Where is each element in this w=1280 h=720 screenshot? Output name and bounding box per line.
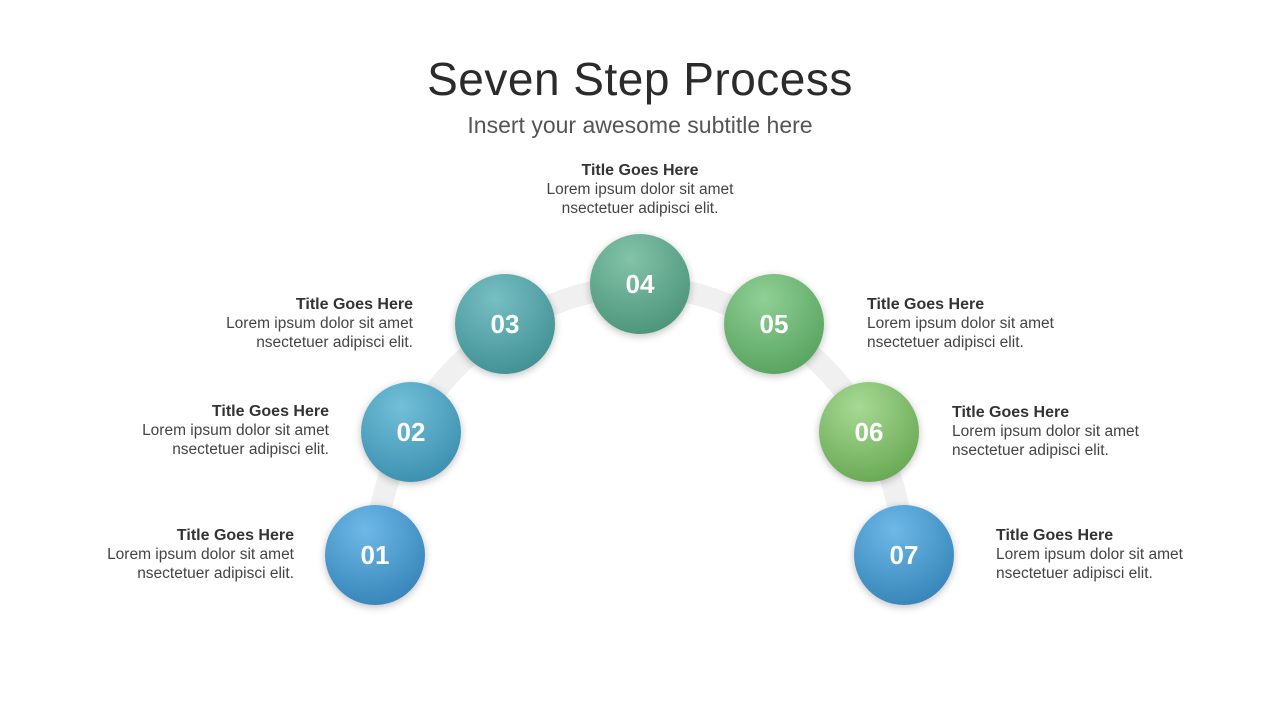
step-5-number: 05 [759,308,789,339]
step-1-line-2: nsectetuer adipisci elit. [137,565,294,582]
step-2-number: 02 [396,416,426,447]
step-4-line-1: Lorem ipsum dolor sit amet [546,181,734,198]
step-6-line-1: Lorem ipsum dolor sit amet [952,423,1139,440]
step-7-number: 07 [889,539,919,570]
step-2-circle: 02 [361,382,461,482]
step-4-number: 04 [625,268,655,299]
step-1-number: 01 [360,539,390,570]
step-2-text: Title Goes Here Lorem ipsum dolor sit am… [69,402,329,459]
step-7-line-2: nsectetuer adipisci elit. [996,565,1153,582]
step-2-line-2: nsectetuer adipisci elit. [172,441,329,458]
step-5-line-2: nsectetuer adipisci elit. [867,334,1024,351]
step-5-text: Title Goes Here Lorem ipsum dolor sit am… [867,295,1127,352]
step-3-title: Title Goes Here [295,296,413,313]
step-2-line-1: Lorem ipsum dolor sit amet [142,422,329,439]
step-3-circle: 03 [455,274,555,374]
step-1-line-1: Lorem ipsum dolor sit amet [107,546,294,563]
step-7-circle: 07 [854,505,954,605]
step-3-line-2: nsectetuer adipisci elit. [256,334,413,351]
step-1-circle: 01 [325,505,425,605]
step-4-text: Title Goes Here Lorem ipsum dolor sit am… [510,161,770,218]
step-6-text: Title Goes Here Lorem ipsum dolor sit am… [952,403,1212,460]
step-7-text: Title Goes Here Lorem ipsum dolor sit am… [996,526,1256,583]
step-7-line-1: Lorem ipsum dolor sit amet [996,546,1183,563]
step-7-title: Title Goes Here [996,527,1114,544]
step-6-line-2: nsectetuer adipisci elit. [952,442,1109,459]
step-6-number: 06 [854,416,884,447]
step-6-circle: 06 [819,382,919,482]
step-5-title: Title Goes Here [867,296,985,313]
step-2-title: Title Goes Here [211,403,329,420]
step-6-title: Title Goes Here [952,404,1070,421]
step-1-title: Title Goes Here [176,527,294,544]
step-4-circle: 04 [590,234,690,334]
step-3-number: 03 [490,308,520,339]
step-3-line-1: Lorem ipsum dolor sit amet [226,315,413,332]
step-3-text: Title Goes Here Lorem ipsum dolor sit am… [153,295,413,352]
page-title: Seven Step Process [427,53,853,105]
step-4-line-2: nsectetuer adipisci elit. [561,200,719,217]
step-5-line-1: Lorem ipsum dolor sit amet [867,315,1054,332]
step-5-circle: 05 [724,274,824,374]
page-subtitle: Insert your awesome subtitle here [467,112,813,138]
step-1-text: Title Goes Here Lorem ipsum dolor sit am… [34,526,294,583]
step-4-title: Title Goes Here [581,162,699,179]
